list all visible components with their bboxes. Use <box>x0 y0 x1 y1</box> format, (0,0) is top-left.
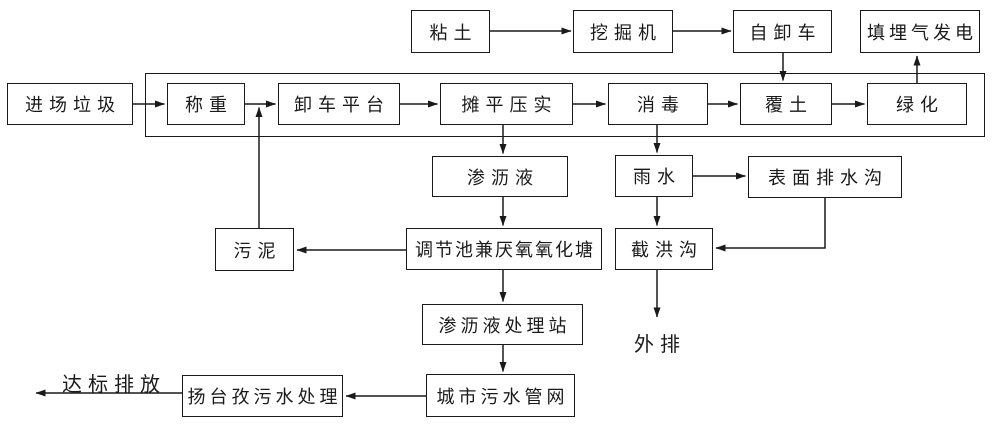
node-soil-cover: 覆土 <box>740 83 832 125</box>
node-landfill-gas-power: 填埋气发电 <box>860 10 980 53</box>
node-disinfection: 消毒 <box>608 83 708 125</box>
label-compliant-discharge: 达标排放 <box>62 374 166 396</box>
node-unloading-platform: 卸车平台 <box>278 83 400 125</box>
node-excavator: 挖掘机 <box>573 10 673 53</box>
label-discharge-out: 外排 <box>634 334 686 356</box>
node-incoming-waste: 进场垃圾 <box>7 83 133 125</box>
node-greening: 绿化 <box>867 83 967 125</box>
node-clay: 粘土 <box>411 10 490 53</box>
node-surface-drainage-ditch: 表面排水沟 <box>748 156 902 198</box>
node-leachate: 渗沥液 <box>432 156 568 197</box>
edge-surface-ditch-flood-ditch <box>715 198 826 252</box>
node-dump-truck: 自卸车 <box>733 10 832 53</box>
node-urban-sewage-network: 城市污水管网 <box>426 374 575 417</box>
node-rainwater: 雨水 <box>615 155 693 197</box>
node-leachate-treatment-station: 渗沥液处理站 <box>422 304 583 345</box>
node-yangtaizi-sewage-treatment: 扬台孜污水处理 <box>182 375 343 417</box>
process-group-frame <box>145 73 985 137</box>
node-spreading-compacting: 摊平压实 <box>440 83 573 125</box>
node-flood-interception-ditch: 截洪沟 <box>615 228 713 270</box>
node-sludge: 污泥 <box>215 228 294 271</box>
node-regulation-pool: 调节池兼厌氧氧化塘 <box>406 228 602 270</box>
node-weighing: 称重 <box>167 83 245 125</box>
